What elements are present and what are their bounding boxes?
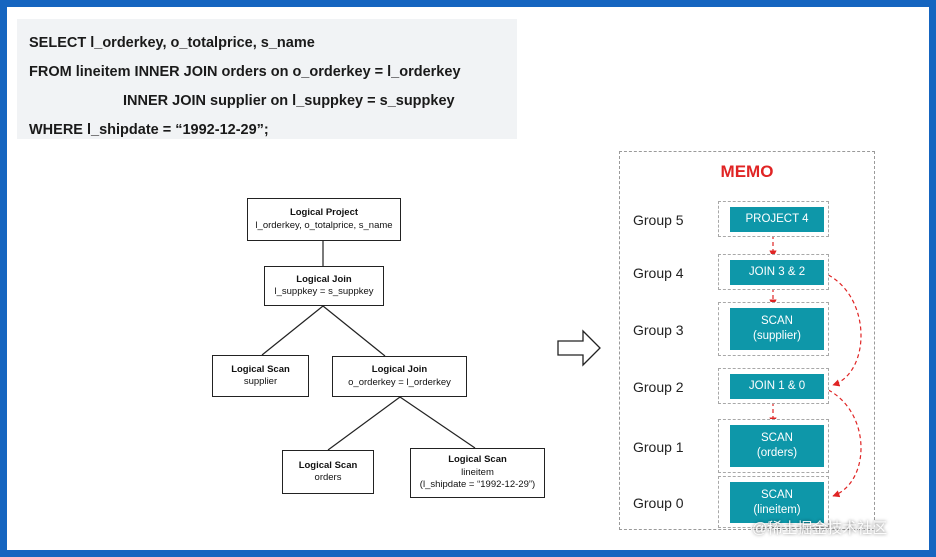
node-detail: lineitem [461,466,494,478]
op-sublabel: (orders) [756,447,798,459]
edge-join-scan-lineitem [399,396,476,449]
edge-join-scan-supplier [261,305,324,356]
sql-join-line: INNER JOIN supplier on l_suppkey = s_sup… [123,93,455,109]
memo-arrow-2-0 [821,386,862,498]
node-title: Logical Scan [448,454,507,466]
edge-join-scan-orders [327,396,401,451]
edge-join-join [322,305,386,357]
memo-group-2: JOIN 1 & 0 [718,368,829,404]
node-detail: supplier [243,376,278,387]
node-title: Logical Project [289,207,359,219]
group-label-3: Group 3 [633,322,684,338]
op-sublabel: (lineitem) [753,503,801,516]
node-detail-predicate: (l_shipdate = “1992-12-29”) [419,479,536,491]
memo-op-scan-orders: SCAN (orders) [730,425,824,467]
memo-group-1: SCAN (orders) [718,419,829,473]
group-label-0: Group 0 [633,495,684,511]
memo-group-3: SCAN (supplier) [718,302,829,356]
logical-scan-orders-node: Logical Scan orders [282,450,374,494]
logical-project-node: Logical Project l_orderkey, o_totalprice… [247,198,401,241]
memo-group-5: PROJECT 4 [718,201,829,237]
node-title: Logical Scan [231,363,290,375]
op-label: PROJECT 4 [745,213,809,226]
memo-frame: MEMO [619,151,875,530]
memo-op-scan-supplier: SCAN (supplier) [730,308,824,350]
node-detail: orders [314,472,342,483]
sql-from-line: FROM lineitem INNER JOIN orders on o_ord… [29,64,461,80]
watermark: @稀土掘金技术社区 [752,520,888,537]
group-label-4: Group 4 [633,265,684,281]
memo-group-4: JOIN 3 & 2 [718,254,829,290]
op-label: SCAN [761,432,793,445]
node-title: Logical Join [371,364,428,376]
op-label: JOIN 3 & 2 [748,266,806,279]
logical-join-bottom-node: Logical Join o_orderkey = l_orderkey [332,356,467,397]
logical-scan-lineitem-node: Logical Scan lineitem (l_shipdate = “199… [410,448,545,498]
op-label: SCAN [761,488,793,501]
group-label-2: Group 2 [633,379,684,395]
op-label: SCAN [761,315,793,328]
memo-op-project: PROJECT 4 [730,207,824,232]
memo-op-join-1-0: JOIN 1 & 0 [730,374,824,399]
sql-where-line: WHERE l_shipdate = “1992-12-29”; [29,122,269,138]
node-title: Logical Join [296,273,352,285]
group-label-5: Group 5 [633,212,684,228]
op-sublabel: (supplier) [753,330,801,342]
memo-op-scan-lineitem: SCAN (lineitem) [730,482,824,523]
transform-arrow-icon [557,329,601,367]
node-detail: l_suppkey = s_suppkey [274,286,374,297]
node-title: Logical Scan [298,459,358,471]
memo-title: MEMO [720,162,774,181]
logical-join-top-node: Logical Join l_suppkey = s_suppkey [264,266,384,306]
node-detail: o_orderkey = l_orderkey [348,376,451,388]
logical-scan-supplier-node: Logical Scan supplier [212,355,309,397]
memo-group-0: SCAN (lineitem) [718,476,829,528]
sql-select-line: SELECT l_orderkey, o_totalprice, s_name [29,35,315,51]
node-detail: l_orderkey, o_totalprice, s_name [255,219,393,231]
group-label-1: Group 1 [633,439,684,455]
op-label: JOIN 1 & 0 [748,380,806,393]
sql-query-box: SELECT l_orderkey, o_totalprice, s_name … [17,19,517,139]
memo-op-join-3-2: JOIN 3 & 2 [730,260,824,285]
